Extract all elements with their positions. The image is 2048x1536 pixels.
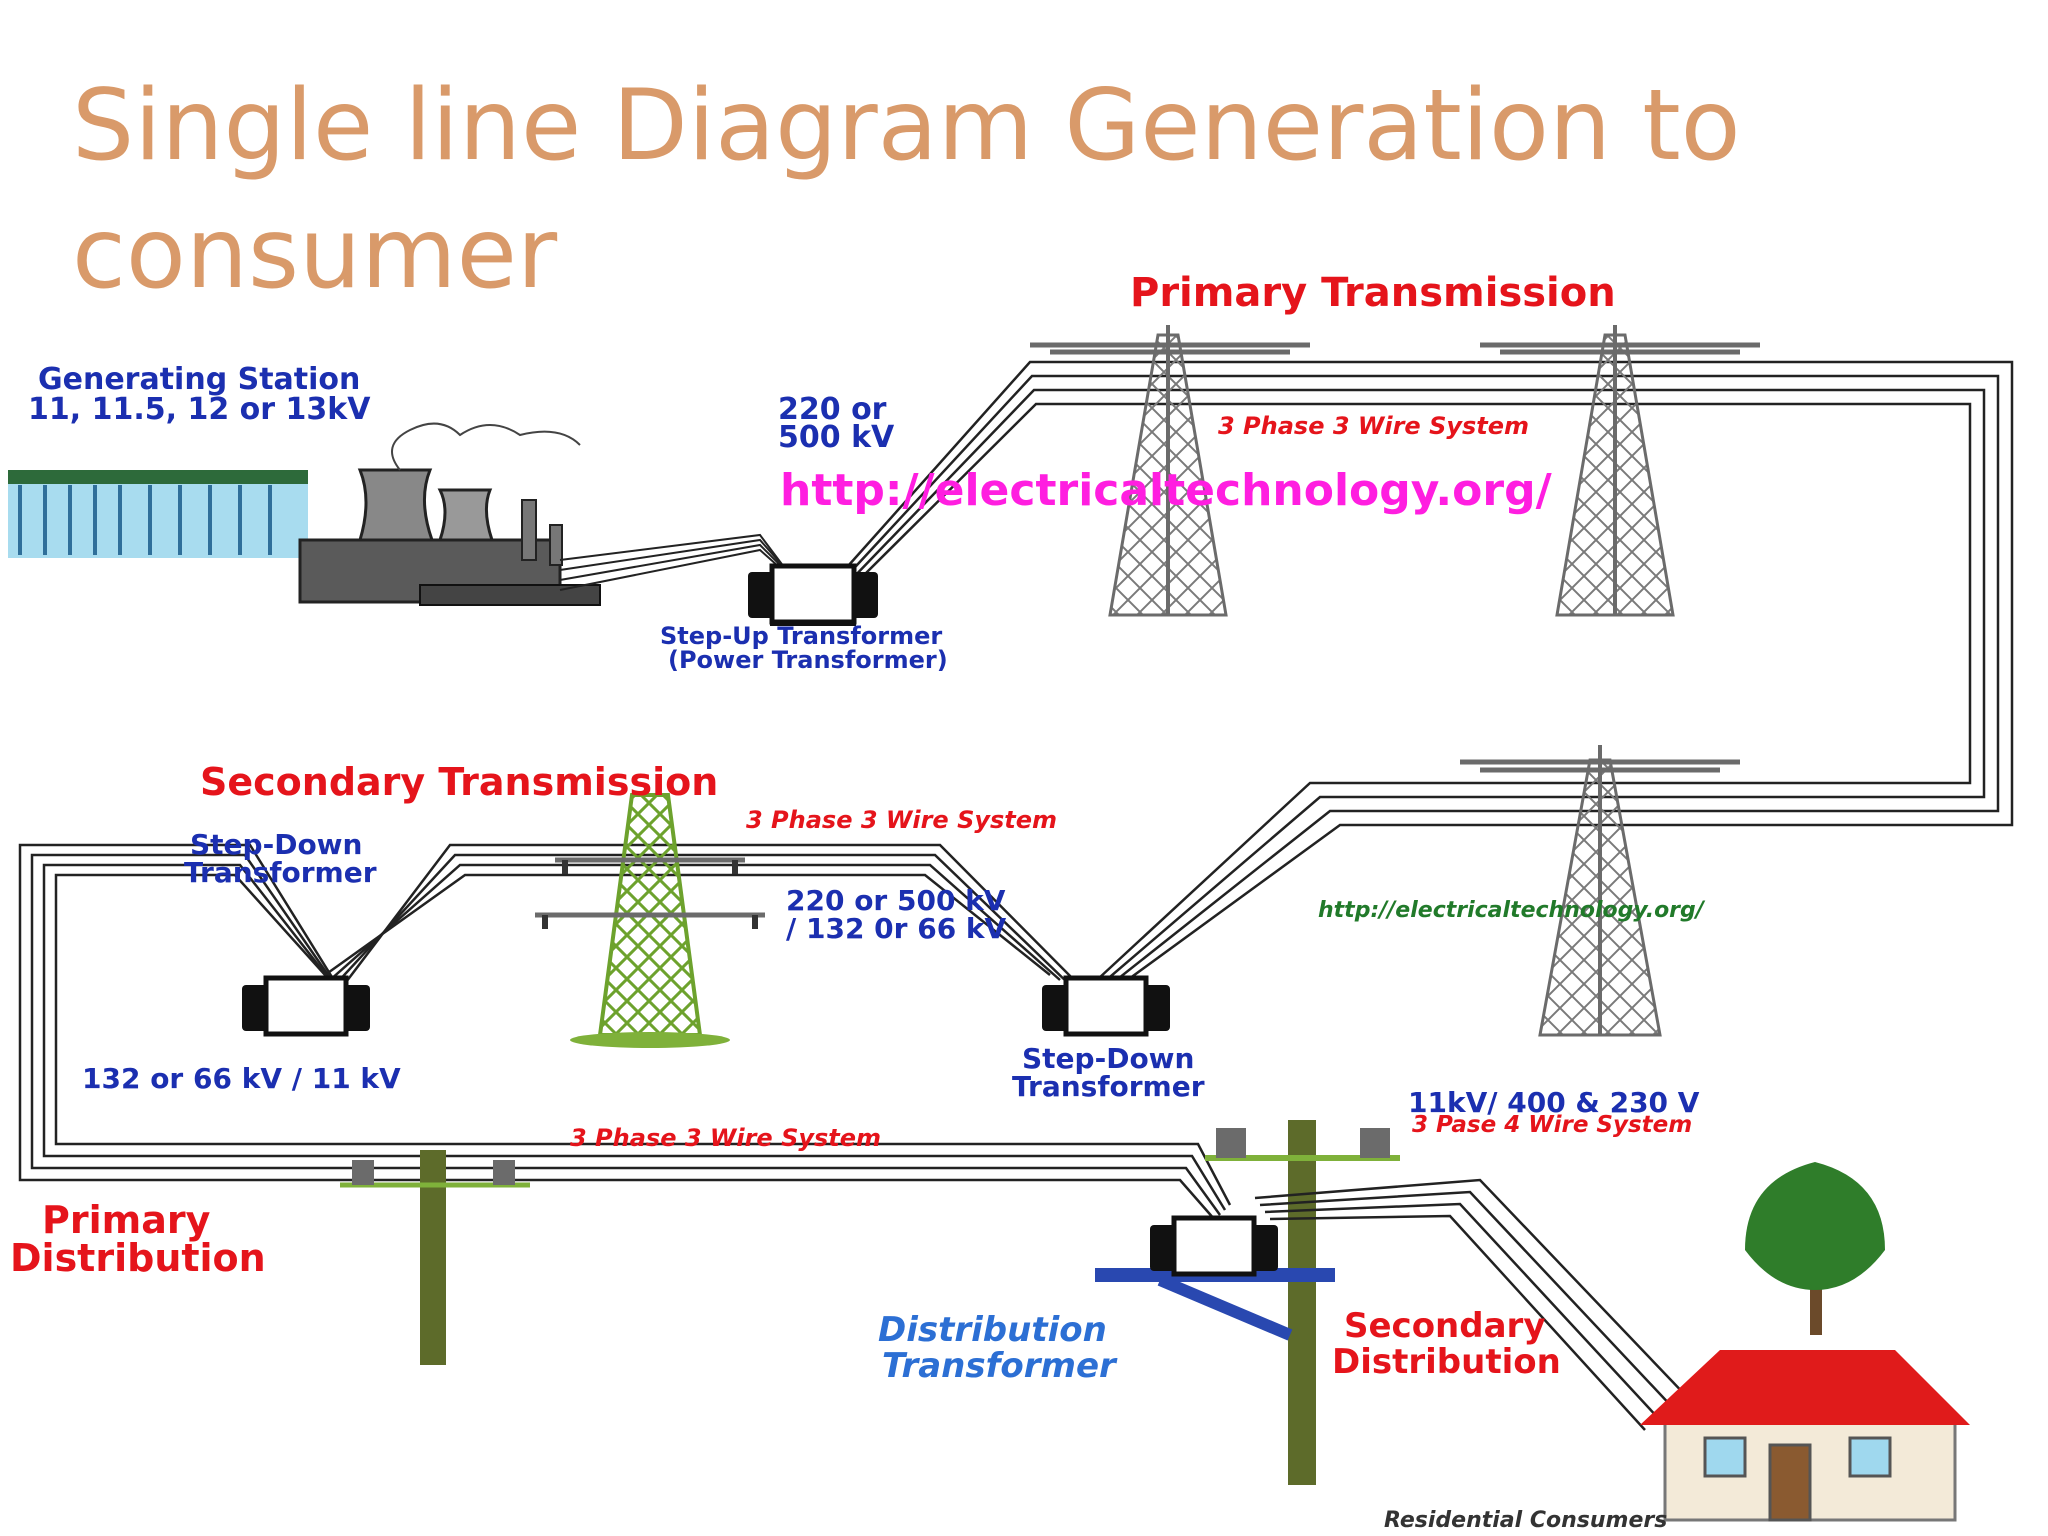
small-url: http://electricaltechnology.org/ [1318, 898, 1704, 923]
secondary-transmission-lines [18, 843, 1232, 1221]
label-step-down-right-2: Transformer [1012, 1070, 1205, 1103]
label-phase-wire-bottom: 3 Phase 3 Wire System [570, 1124, 882, 1152]
tree-illustration [1745, 1162, 1885, 1335]
label-voltage-mid-2: / 132 0r 66 kV [786, 912, 1007, 945]
label-secondary-transmission: Secondary Transmission [200, 760, 719, 804]
step-down-transformer-right-icon [1042, 975, 1170, 1037]
label-generating-voltage: 11, 11.5, 12 or 13kV [28, 392, 371, 427]
page-title: Single line Diagram Generation to consum… [72, 69, 1741, 311]
secondary-distribution-lines [1254, 1178, 1691, 1431]
label-phase-wire-top: 3 Phase 3 Wire System [1218, 412, 1530, 440]
waterfall-stripes [18, 485, 272, 555]
label-step-down-right-1: Step-Down [1022, 1042, 1195, 1075]
label-primary-transmission: Primary Transmission [1130, 270, 1616, 316]
primary-tower-1 [1030, 325, 1310, 617]
distribution-pole [1095, 1120, 1400, 1485]
label-phase-wire-secondary: 3 Phase 3 Wire System [746, 806, 1058, 834]
label-step-down-left-1: Step-Down [190, 828, 363, 861]
label-secondary-distribution-1: Secondary [1344, 1306, 1546, 1346]
distribution-transformer-icon [1150, 1215, 1278, 1277]
label-residential-consumers: Residential Consumers [1384, 1508, 1668, 1533]
label-step-up-transformer-2: (Power Transformer) [668, 646, 948, 674]
primary-tower-3 [1460, 745, 1740, 1037]
chimney-2 [549, 524, 563, 566]
river-water [8, 478, 308, 558]
label-primary-distribution-2: Distribution [10, 1236, 266, 1280]
label-step-up-voltage-2: 500 kV [778, 420, 895, 455]
label-generating-station: Generating Station [38, 362, 361, 397]
plant-base [419, 584, 601, 606]
label-phase-4-wire: 3 Pase 4 Wire System [1412, 1112, 1693, 1138]
primary-transmission-lines [839, 360, 2014, 1002]
label-voltage-consumer: 11kV/ 400 & 230 V [1408, 1086, 1700, 1119]
secondary-tower-green [535, 793, 765, 1048]
primary-tower-2 [1480, 325, 1760, 617]
primary-distribution-pole [340, 1150, 530, 1365]
label-step-down-left-2: Transformer [184, 856, 377, 889]
label-secondary-distribution-2: Distribution [1332, 1342, 1561, 1382]
generating-station-illustration [8, 422, 601, 606]
label-voltage-left: 132 or 66 kV / 11 kV [82, 1062, 401, 1095]
label-step-up-voltage-1: 220 or [778, 392, 887, 427]
smoke [391, 422, 581, 471]
residential-house-illustration [1640, 1350, 1970, 1522]
cooling-tower [357, 468, 435, 542]
step-up-transformer-icon [748, 563, 878, 626]
river-bank [8, 470, 308, 484]
label-distribution-transformer-2: Transformer [882, 1346, 1116, 1386]
label-voltage-mid-1: 220 or 500 kV [786, 884, 1006, 917]
label-distribution-transformer-1: Distribution [878, 1310, 1107, 1350]
label-primary-distribution-1: Primary [42, 1198, 211, 1242]
chimney [521, 499, 537, 561]
watermark-url: http://electricaltechnology.org/ [780, 465, 1552, 516]
cooling-tower-2 [437, 488, 495, 542]
step-down-transformer-left-icon [242, 975, 370, 1037]
label-step-up-transformer-1: Step-Up Transformer [660, 622, 943, 650]
